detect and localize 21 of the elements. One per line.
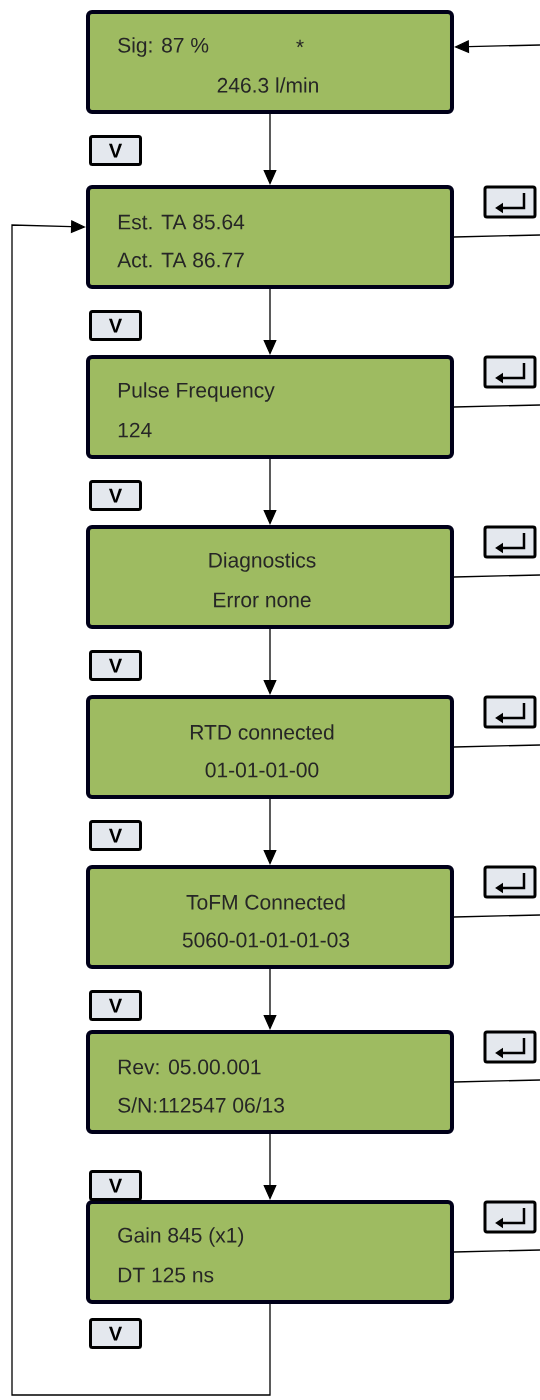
arrow bbox=[263, 113, 277, 185]
arrow bbox=[11, 219, 271, 1396]
down-key: V bbox=[89, 1318, 142, 1349]
lcd-display: Pulse Frequency 124 bbox=[86, 355, 454, 459]
down-key: V bbox=[89, 1170, 142, 1201]
down-key: V bbox=[89, 990, 142, 1021]
lcd-display: RTD connected 01-01-01-00 bbox=[86, 695, 454, 799]
down-key: V bbox=[89, 135, 142, 166]
lcd-display: Est. TA 85.64 Act. TA 86.77 bbox=[86, 185, 454, 289]
down-key: V bbox=[89, 310, 142, 341]
down-key: V bbox=[89, 820, 142, 851]
lcd-display: Gain 845 (x1) DT 125 ns bbox=[86, 1200, 454, 1304]
lcd-display: Sig: 87 % * 246.3 l/min bbox=[86, 10, 454, 114]
arrow bbox=[263, 458, 277, 525]
arrow bbox=[263, 288, 277, 355]
lcd-display: ToFM Connected 5060-01-01-01-03 bbox=[86, 865, 454, 969]
down-key: V bbox=[89, 650, 142, 681]
lcd-display: Rev: 05.00.001 S/N:112547 06/13 bbox=[86, 1030, 454, 1134]
lcd-display: Diagnostics Error none bbox=[86, 525, 454, 629]
down-key: V bbox=[89, 480, 142, 511]
arrow bbox=[263, 628, 277, 695]
